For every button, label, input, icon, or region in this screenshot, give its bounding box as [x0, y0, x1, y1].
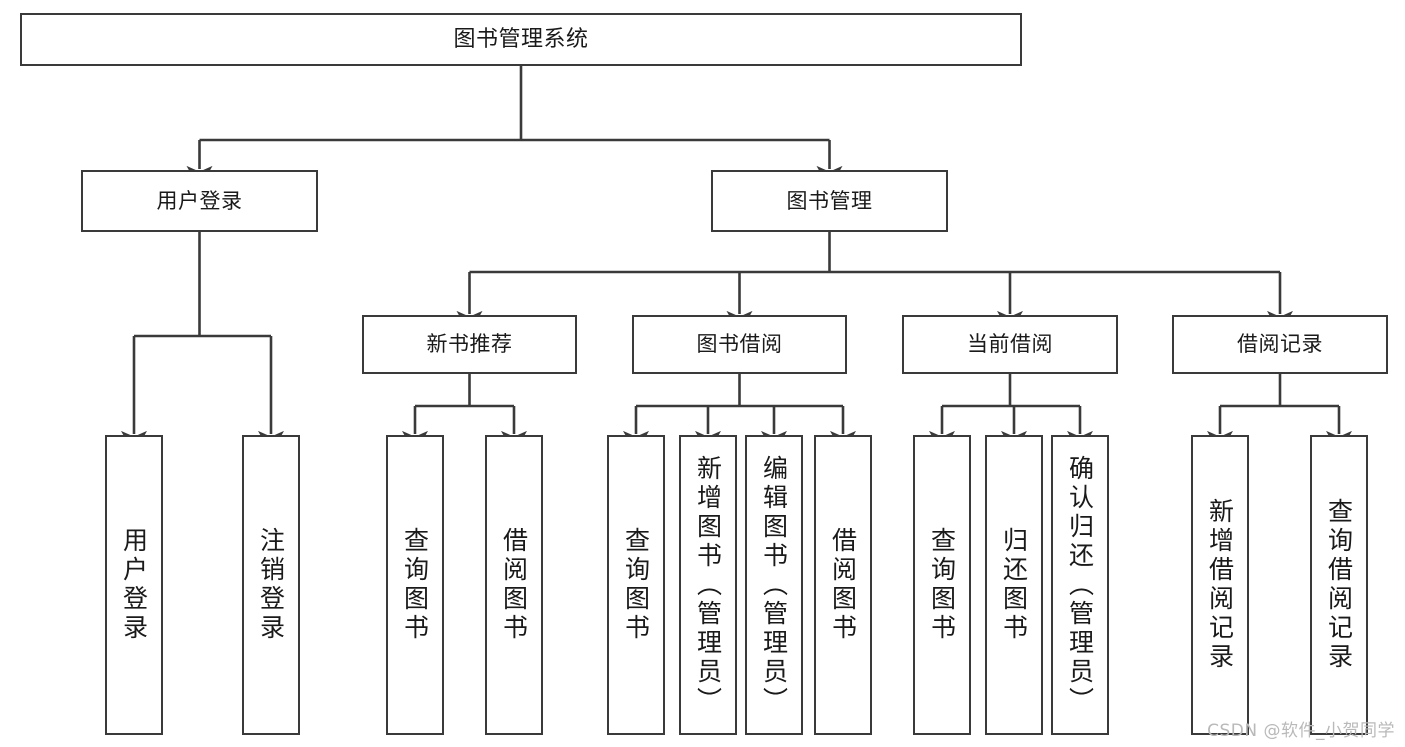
node-leaf-return-book[interactable]: 归还图书 [985, 435, 1043, 735]
node-label: 查询图书 [621, 527, 651, 643]
node-leaf-add-book-admin[interactable]: 新增图书（管理员） [679, 435, 737, 735]
node-borrow-record[interactable]: 借阅记录 [1172, 315, 1388, 374]
node-label: 图书管理 [786, 188, 873, 213]
node-root-root[interactable]: 图书管理系统 [20, 13, 1022, 66]
csdn-watermark: CSDN @软件_小贺同学 [1207, 721, 1395, 741]
node-leaf-query-book-2[interactable]: 查询图书 [607, 435, 665, 735]
node-user-login[interactable]: 用户登录 [81, 170, 318, 232]
node-book-management[interactable]: 图书管理 [711, 170, 948, 232]
node-label: 图书管理系统 [453, 26, 589, 52]
node-label: 新增借阅记录 [1205, 498, 1235, 672]
node-label: 查询图书 [400, 527, 430, 643]
node-leaf-borrow-book-1[interactable]: 借阅图书 [485, 435, 543, 735]
node-current-borrow[interactable]: 当前借阅 [902, 315, 1118, 374]
node-leaf-add-borrow-record[interactable]: 新增借阅记录 [1191, 435, 1249, 735]
node-leaf-query-book-1[interactable]: 查询图书 [386, 435, 444, 735]
node-label: 当前借阅 [967, 332, 1053, 357]
node-label: 借阅记录 [1237, 332, 1323, 357]
node-book-borrow[interactable]: 图书借阅 [632, 315, 847, 374]
node-label: 查询借阅记录 [1324, 498, 1354, 672]
node-label: 编辑图书（管理员） [759, 454, 789, 716]
node-leaf-user-login[interactable]: 用户登录 [105, 435, 163, 735]
node-label: 借阅图书 [828, 527, 858, 643]
node-leaf-query-borrow-record[interactable]: 查询借阅记录 [1310, 435, 1368, 735]
node-label: 新书推荐 [426, 332, 513, 357]
node-leaf-logout[interactable]: 注销登录 [242, 435, 300, 735]
node-label: 注销登录 [256, 527, 286, 643]
node-label: 借阅图书 [499, 527, 529, 643]
node-label: 新增图书（管理员） [693, 454, 723, 716]
node-label: 查询图书 [927, 527, 957, 643]
node-leaf-edit-book-admin[interactable]: 编辑图书（管理员） [745, 435, 803, 735]
node-label: 归还图书 [999, 527, 1029, 643]
node-label: 确认归还（管理员） [1065, 454, 1095, 716]
node-label: 用户登录 [119, 527, 149, 643]
node-leaf-query-book-3[interactable]: 查询图书 [913, 435, 971, 735]
node-leaf-confirm-return-admin[interactable]: 确认归还（管理员） [1051, 435, 1109, 735]
node-leaf-borrow-book-2[interactable]: 借阅图书 [814, 435, 872, 735]
node-label: 图书借阅 [696, 332, 783, 357]
node-new-book-recommend[interactable]: 新书推荐 [362, 315, 577, 374]
node-label: 用户登录 [156, 188, 243, 213]
